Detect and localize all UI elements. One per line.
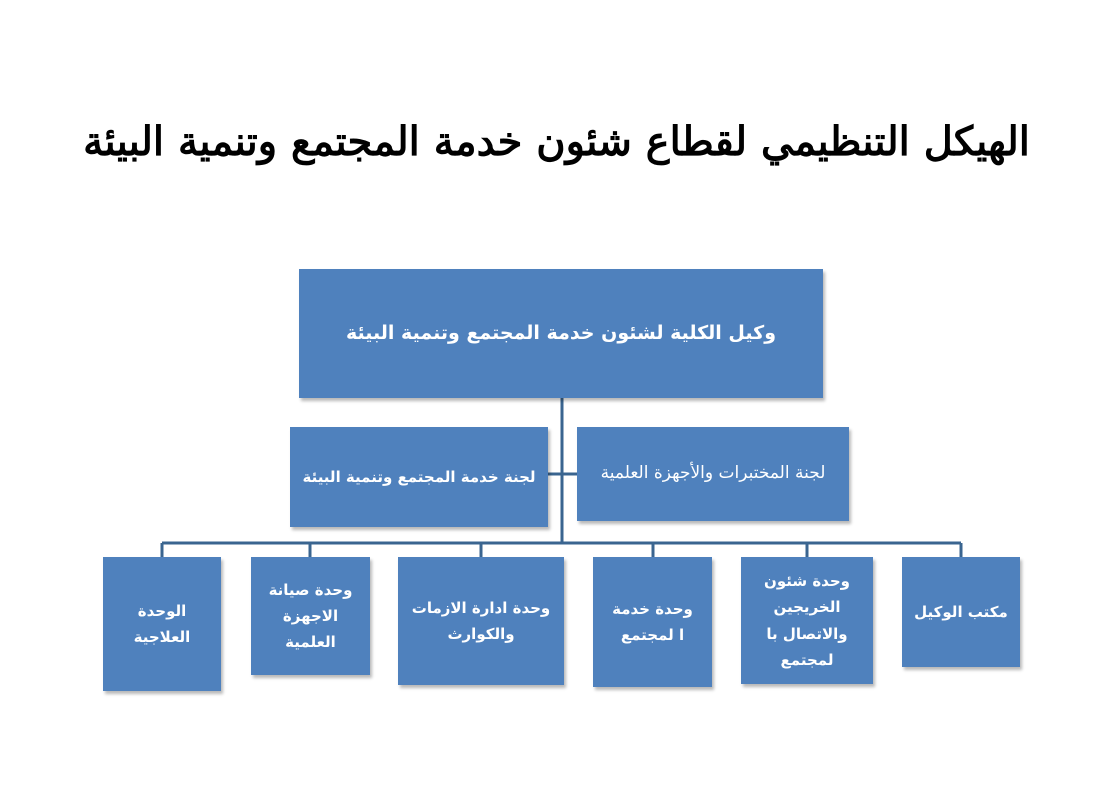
unit-box-equipment-maintenance: وحدة صيانة الاجهزة العلمية bbox=[251, 557, 370, 675]
community-committee-box: لجنة خدمة المجتمع وتنمية البيئة bbox=[290, 427, 548, 527]
unit-label: وحدة خدمة ا لمجتمع bbox=[612, 599, 693, 644]
unit-box-medical: الوحدة العلاجية bbox=[103, 557, 221, 691]
vice-dean-label: وكيل الكلية لشئون خدمة المجتمع وتنمية ال… bbox=[346, 321, 777, 344]
labs-committee-box: لجنة المختبرات والأجهزة العلمية bbox=[577, 427, 849, 521]
unit-label: وحدة ادارة الازمات والكوارث bbox=[411, 598, 551, 643]
unit-box-dean-office: مكتب الوكيل bbox=[902, 557, 1020, 667]
labs-committee-label: لجنة المختبرات والأجهزة العلمية bbox=[600, 463, 826, 484]
vice-dean-box: وكيل الكلية لشئون خدمة المجتمع وتنمية ال… bbox=[299, 269, 823, 398]
page-title: الهيكل التنظيمي لقطاع شئون خدمة المجتمع … bbox=[83, 118, 1030, 165]
unit-box-community-service: وحدة خدمة ا لمجتمع bbox=[593, 557, 712, 687]
unit-box-crisis-management: وحدة ادارة الازمات والكوارث bbox=[398, 557, 564, 685]
unit-label: وحدة صيانة الاجهزة العلمية bbox=[268, 580, 353, 652]
unit-label: وحدة شئون الخريجين والاتصال با لمجتمع bbox=[764, 572, 850, 669]
unit-label: الوحدة العلاجية bbox=[133, 601, 191, 646]
unit-label: مكتب الوكيل bbox=[914, 602, 1008, 621]
unit-box-graduates: وحدة شئون الخريجين والاتصال با لمجتمع bbox=[741, 557, 873, 684]
community-committee-label: لجنة خدمة المجتمع وتنمية البيئة bbox=[302, 467, 536, 486]
